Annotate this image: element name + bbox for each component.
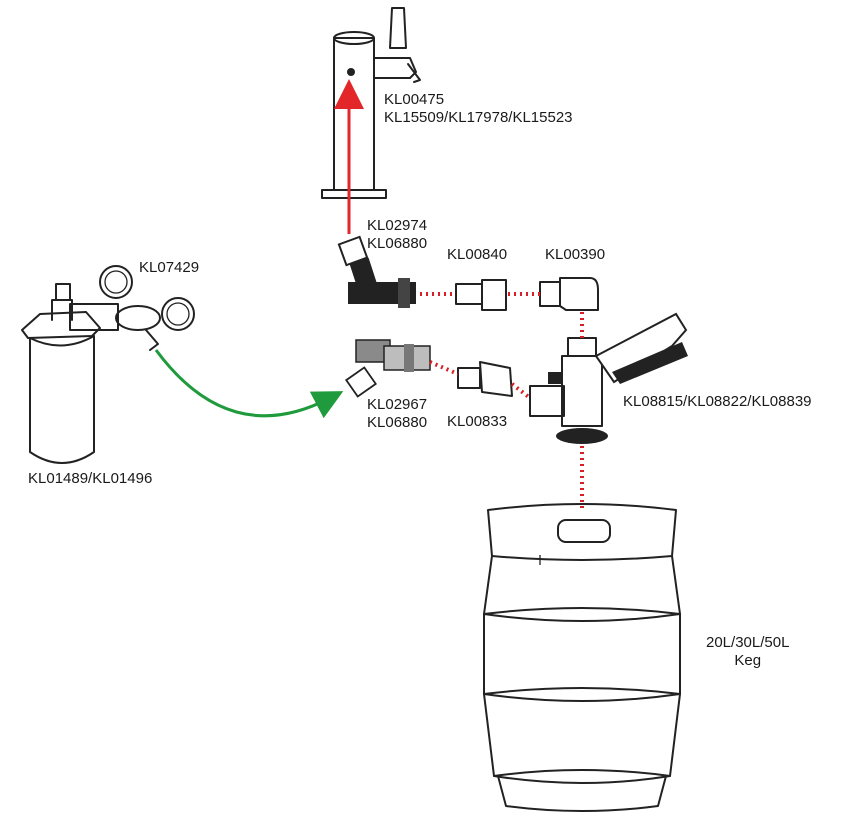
beer-elbow-code: KL00390 [545, 246, 606, 263]
beer-line-tee-label: KL02974 KL06880 [367, 217, 427, 253]
gas-line-tee [345, 339, 431, 398]
beer-connector-label: KL00840 [447, 246, 507, 264]
gas-flow-arrow [154, 349, 344, 419]
gas-line-tee-code-2: KL06880 [367, 414, 428, 431]
regulator [69, 265, 195, 351]
gas-line-tee-code: KL02967 [367, 396, 428, 413]
beer-elbow-label: KL00390 [545, 246, 605, 264]
connection-gas-tee-to-connector [429, 360, 459, 376]
gas-line-tee-label: KL02967 KL06880 [367, 396, 427, 432]
tap-tower [321, 7, 421, 199]
gas-cylinder-label: KL01489/KL01496 [28, 470, 152, 488]
coupler [529, 312, 688, 444]
connection-gas-connector-to-coupler [510, 382, 532, 400]
keg-word: Keg [734, 652, 762, 669]
keg-sizes: 20L/30L/50L [706, 634, 790, 651]
regulator-label: KL07429 [139, 259, 199, 277]
beer-line-tee-code-2: KL06880 [367, 235, 428, 252]
tap-tower-variants: KL15509/KL17978/KL15523 [384, 109, 573, 126]
coupler-label: KL08815/KL08822/KL08839 [623, 393, 812, 411]
gas-cylinder-code: KL01489/KL01496 [28, 470, 153, 487]
beer-elbow [539, 277, 599, 311]
tap-tower-label: KL00475 KL15509/KL17978/KL15523 [384, 91, 573, 127]
coupler-code: KL08815/KL08822/KL08839 [623, 393, 812, 410]
regulator-code: KL07429 [139, 259, 200, 276]
gas-connector [457, 361, 513, 397]
keg-label: 20L/30L/50L Keg [706, 634, 789, 670]
tap-tower-code: KL00475 [384, 91, 445, 108]
keg [483, 503, 681, 812]
beer-connector [455, 279, 507, 311]
gas-connector-code: KL00833 [447, 413, 508, 430]
beer-connector-code: KL00840 [447, 246, 508, 263]
beer-line-tee [337, 235, 416, 308]
gas-cylinder [21, 283, 101, 464]
gas-connector-label: KL00833 [447, 413, 507, 431]
beer-line-tee-code: KL02974 [367, 217, 428, 234]
